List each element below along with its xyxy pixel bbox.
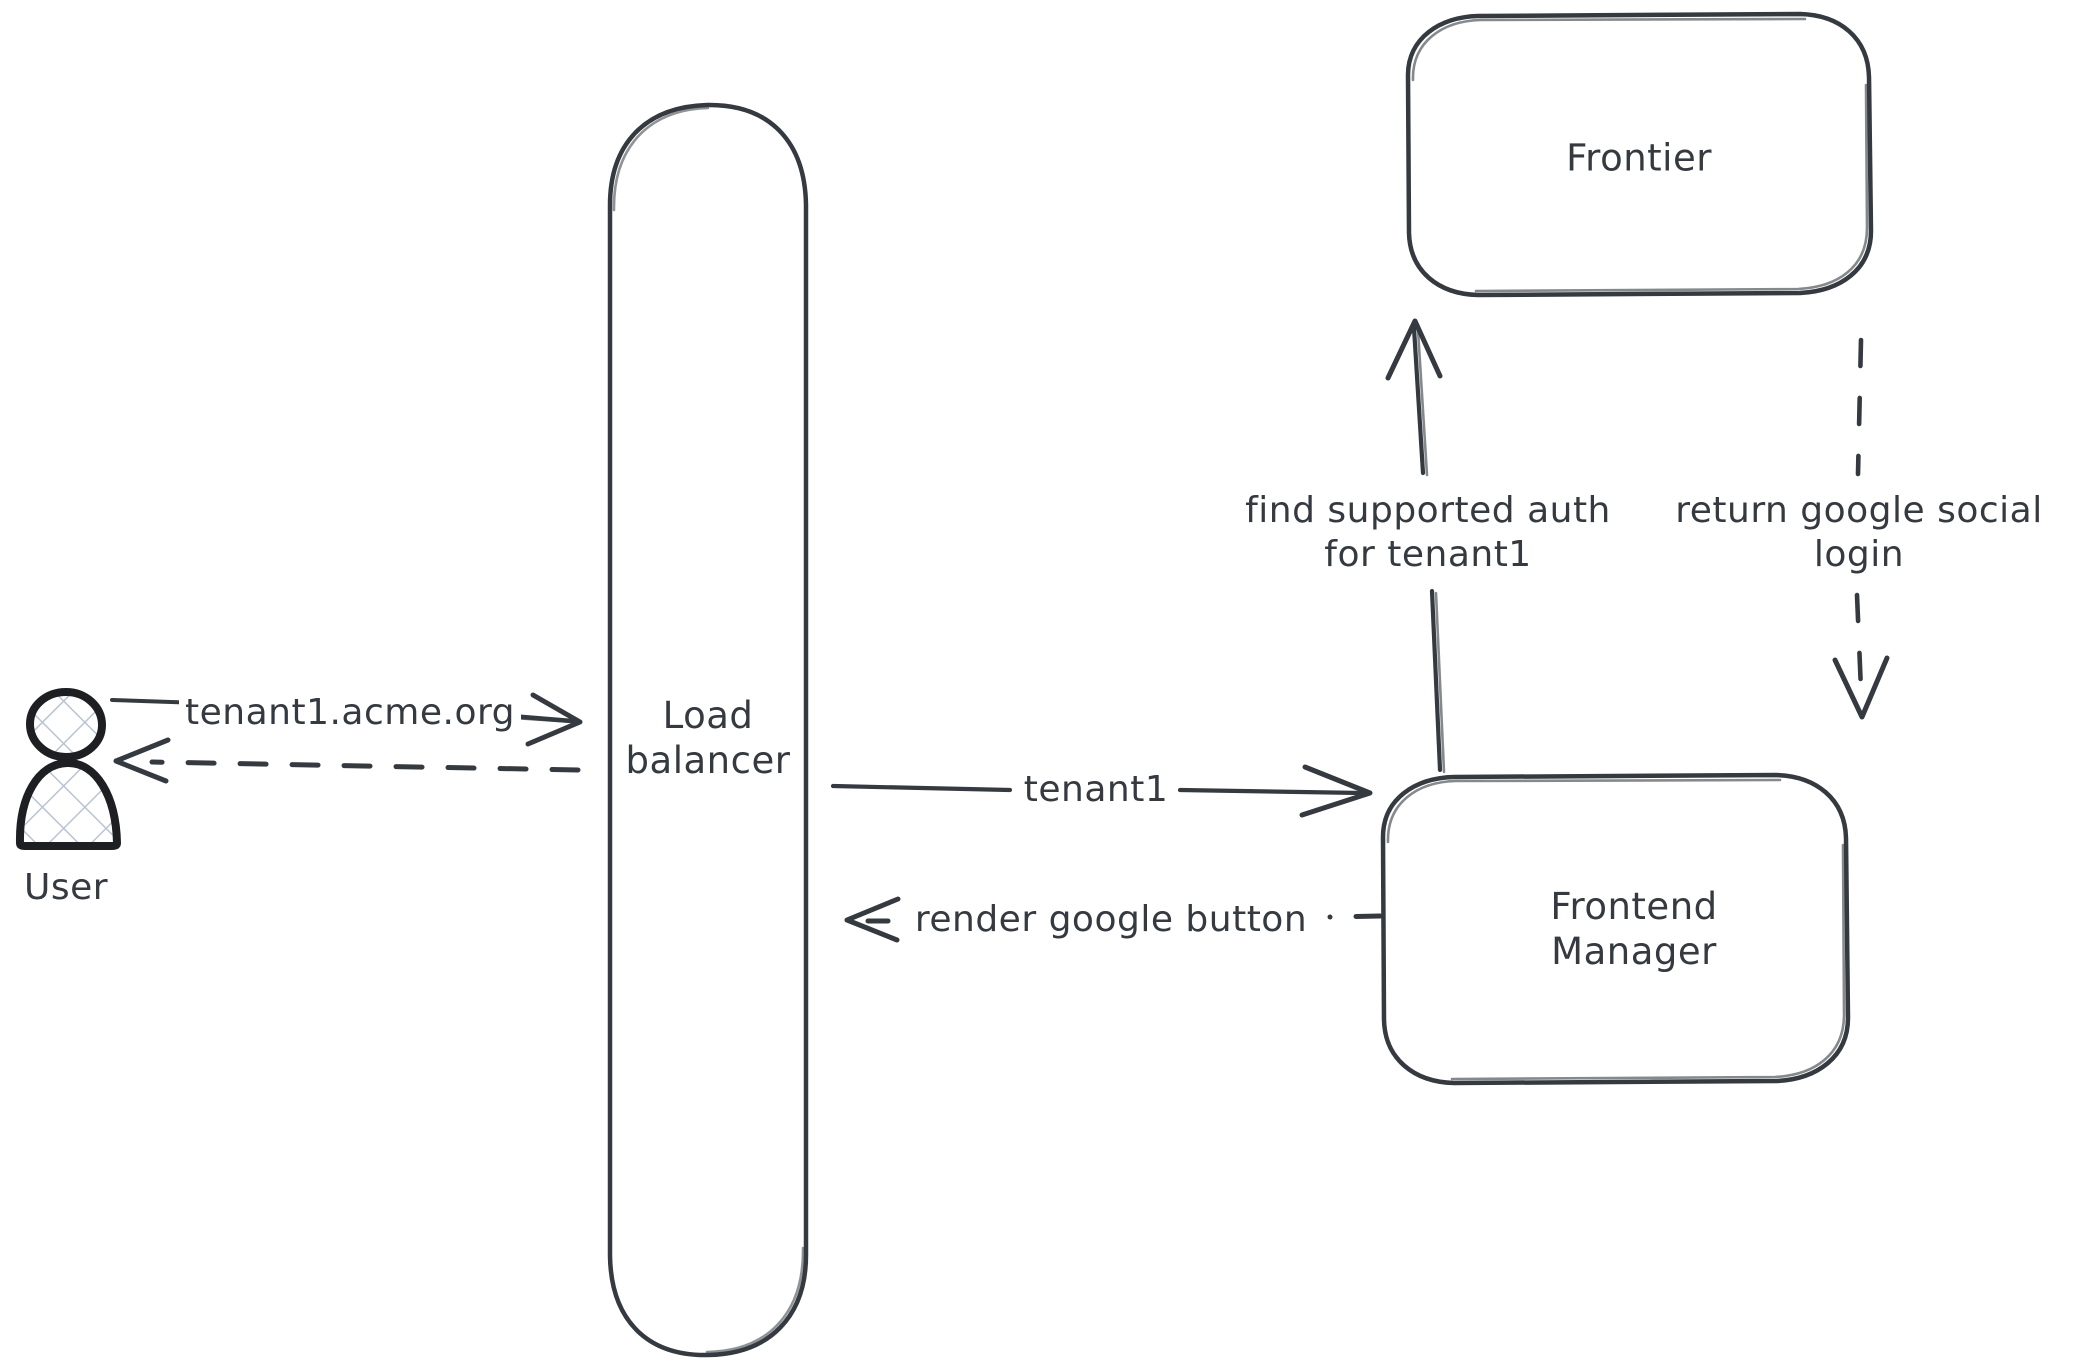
- edge-label-return-google-social-login: return google social login: [1665, 487, 2053, 579]
- frontend-manager-shape[interactable]: [1380, 772, 1851, 1086]
- edge-lb-to-fm: [830, 764, 1373, 818]
- frontier-shape[interactable]: [1405, 11, 1874, 298]
- load-balancer-label: Load balancer: [625, 693, 791, 782]
- edge-label-render-google-button: render google button: [906, 898, 1316, 942]
- frontier-label: Frontier: [1566, 136, 1712, 180]
- user-actor-label: User: [23, 867, 109, 909]
- user-actor-icon: [15, 688, 121, 850]
- edge-fm-to-frontier: [1385, 318, 1446, 774]
- edge-label-tenant1: tenant1: [1015, 768, 1177, 812]
- edge-fm-to-lb: [844, 896, 1383, 943]
- edge-lb-to-user: [113, 737, 581, 784]
- edge-label-find-supported-auth: find supported auth for tenant1: [1235, 487, 1621, 579]
- edge-frontier-to-fm: [1832, 337, 1890, 720]
- edge-label-tenant1-acme-org: tenant1.acme.org: [179, 691, 521, 735]
- frontend-manager-label: Frontend Manager: [1550, 884, 1718, 973]
- load-balancer-shape[interactable]: [607, 102, 809, 1358]
